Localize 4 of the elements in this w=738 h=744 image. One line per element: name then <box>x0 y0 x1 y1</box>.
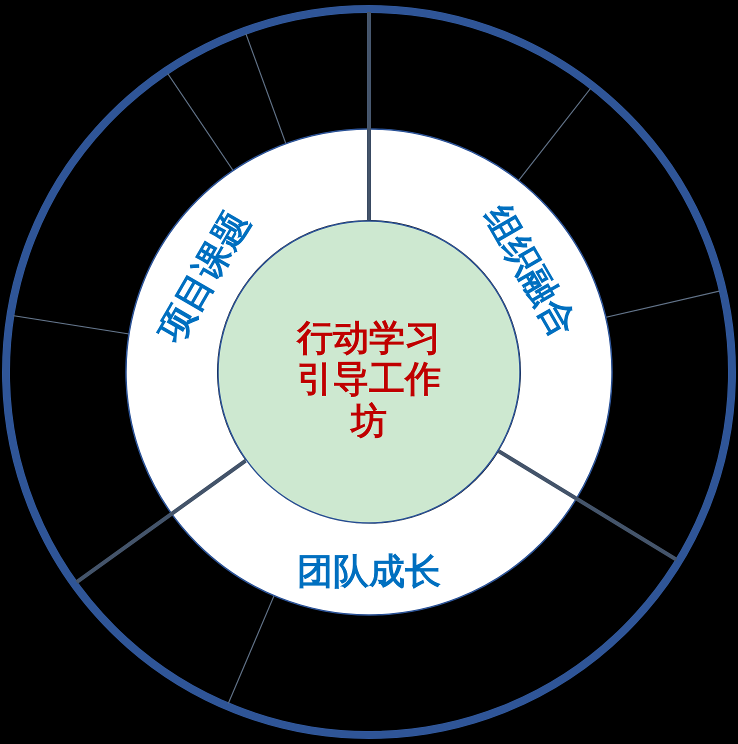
segment-label: 组织融合 <box>476 198 584 344</box>
segment-label: 团队成长 <box>296 551 441 593</box>
segment-label: 项目课题 <box>150 204 258 350</box>
center-title: 行动学习引导工作坊 <box>295 318 442 442</box>
